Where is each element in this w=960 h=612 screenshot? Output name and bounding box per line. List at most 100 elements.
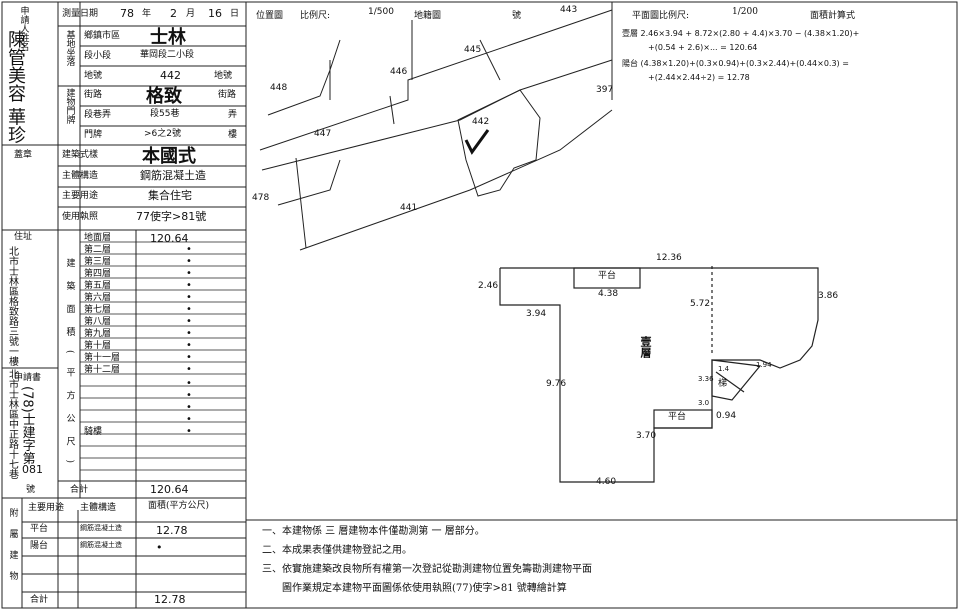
survey-date-day: 16 [208,7,222,20]
floor-plan-formula-3: 陽台 (4.38×1.20)+(0.3×0.94)+(0.3×2.44)+(0.… [622,59,849,68]
dim-5-72: 5.72 [690,299,711,309]
floor-row-value: • [186,316,192,327]
floor-row-value: • [186,244,192,255]
annex-total-label: 合計 [30,595,49,605]
floor-plan-formula-4: +(2.44×2.44÷2) = 12.78 [648,73,750,82]
applicant-name: 陳管美容 華珍 [5,30,26,144]
floor-row-label: 第七層 [84,305,112,315]
road-label: 街路 [84,90,103,100]
district-value: 士林 [150,27,186,48]
floors-total-value: 120.64 [150,483,189,496]
floor-row-value: • [186,268,192,279]
note-1: 一、本建物係 三 層建物本件僅勘測第 一 層部分。 [262,526,485,537]
lot-unit: 地號 [214,71,233,81]
check-mark [464,129,490,155]
floor-row-value: • [186,402,192,413]
floor-row-label: 第八層 [84,317,112,327]
floors-total-label: 合計 [70,485,89,495]
location-map-scale: 1/500 [368,7,394,17]
parcel-441: 441 [400,203,418,213]
floor-plan-scale-label: 平面圖比例尺: [632,11,690,21]
annex-row-area: 12.78 [156,524,188,537]
floor-row-value: • [186,292,192,303]
use-value: 集合住宅 [148,189,192,202]
dim-3-94: 3.94 [526,309,547,319]
parcel-443: 443 [560,5,578,15]
floor-row-value: • [186,414,192,425]
floor-row-label: 第三層 [84,257,112,267]
floor-row-value: • [186,328,192,339]
section-value: 華岡段二小段 [140,50,195,60]
location-map-sketch [259,9,613,251]
dim-2-46: 2.46 [478,281,499,291]
floor-plan-floor-name: 壹層 [639,336,652,358]
lane-value: 段55巷 [150,109,180,119]
floor-row-value: • [186,256,192,267]
lot-label: 地號 [84,71,103,81]
note-4: 圖作業規定本建物平面圖係依使用執照(77)使字>81 號轉繪計算 [282,583,567,594]
parcel-478: 478 [252,193,270,203]
floor-plan-formula-1: 壹層 2.46×3.94 + 8.72×(2.80 + 4.4)×3.70 − … [622,29,860,38]
floor-row-value: • [186,364,192,375]
location-map-scale-label: 比例尺: [300,11,331,21]
annex-use-header: 主要用途 [28,503,65,513]
structure-value: 鋼筋混凝土造 [140,169,206,182]
structure-label: 主體構造 [62,171,99,181]
floor-row-label: 第四層 [84,269,112,279]
dim-1-4: 1.4 [718,365,730,373]
survey-date-day-unit: 日 [230,9,240,19]
floor-row-label: 第二層 [84,245,112,255]
dim-3-36: 3.36 [698,375,714,383]
survey-date-label: 測量日期 [62,9,99,19]
annex-row-use: 陽台 [30,541,49,551]
dim-3-70: 3.70 [636,431,657,441]
door-label: 門牌 [84,130,103,140]
parcel-448: 448 [270,83,288,93]
survey-date-month-unit: 月 [186,9,196,19]
annex-total-value: 12.78 [154,593,186,606]
floor-plan-stair-label: 梯 [718,379,728,389]
application-prefix: (78)士建字第 [19,386,35,465]
floor-plan-terrace-2: 平台 [668,412,687,422]
floor-row-label: 第十二層 [84,365,121,375]
floor-row-value: • [186,280,192,291]
floor-row-value: • [186,352,192,363]
application-suffix: 號 [26,485,36,495]
annex-row-area: • [156,541,163,554]
floor-plan-formula-2: +(0.54 + 2.6)×... = 120.64 [648,43,758,52]
parcel-446: 446 [390,67,408,77]
annex-row-struct: 鋼筋混凝土造 [80,524,122,532]
survey-date-month: 2 [170,7,177,20]
floor-row-value: • [186,378,192,389]
lane-unit: 弄 [228,110,238,120]
dim-0-94: 0.94 [716,411,737,421]
parcel-447: 447 [314,129,332,139]
floor-row-value: • [186,426,192,437]
note-3: 三、依實施建築改良物所有權第一次登記從勘測建物位置免籌勘測建物平面 [262,564,592,575]
floor-plan-terrace-1: 平台 [598,271,617,281]
lot-value: 442 [160,69,181,82]
floor-row-label: 第六層 [84,293,112,303]
parcel-445: 445 [464,45,482,55]
road-unit: 街路 [218,90,237,100]
annex-area-header: 面積(平方公尺) [148,501,210,511]
dim-3-86: 3.86 [818,291,839,301]
floor-row-value: • [186,340,192,351]
location-map-cadastral-label: 地籍圖 [414,11,442,21]
lane-label: 段巷弄 [84,110,112,120]
road-value: 格致 [146,86,182,107]
floor-row-label: 第五層 [84,281,112,291]
parcel-442: 442 [472,117,490,127]
application-number: 081 [22,463,43,476]
floor-row-value: • [186,390,192,401]
floor-plan-scale: 1/200 [732,7,758,17]
use-label: 主要用途 [62,191,99,201]
floor-row-value: • [186,304,192,315]
survey-date-year-unit: 年 [142,9,152,19]
application-label: 申請書 [14,373,42,383]
building-address-label: 建物門牌 [64,88,75,124]
location-map-no-label: 號 [512,11,522,21]
style-value: 本國式 [142,146,196,167]
floor-row-label: 第十一層 [84,353,121,363]
